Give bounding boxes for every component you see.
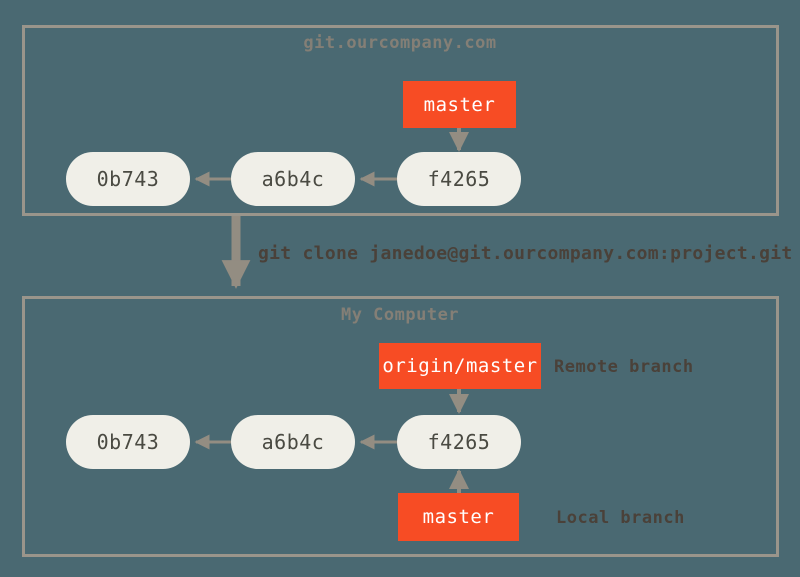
commit-node[interactable]: a6b4c xyxy=(231,415,355,469)
commit-node[interactable]: 0b743 xyxy=(66,152,190,206)
clone-command-text: git clone janedoe@git.ourcompany.com:pro… xyxy=(258,243,793,264)
remote-host-container xyxy=(22,25,779,216)
commit-node[interactable]: f4265 xyxy=(397,152,521,206)
branch-label-origin-master[interactable]: origin/master xyxy=(379,343,541,389)
commit-node[interactable]: f4265 xyxy=(397,415,521,469)
remote-branch-annotation: Remote branch xyxy=(554,357,694,377)
branch-label-master[interactable]: master xyxy=(403,81,516,128)
commit-node[interactable]: 0b743 xyxy=(66,415,190,469)
local-branch-annotation: Local branch xyxy=(556,508,685,528)
local-host-title: My Computer xyxy=(340,305,460,325)
local-host-container xyxy=(22,296,779,557)
branch-label-master-local[interactable]: master xyxy=(398,493,519,541)
commit-node[interactable]: a6b4c xyxy=(231,152,355,206)
remote-host-title: git.ourcompany.com xyxy=(303,33,497,53)
